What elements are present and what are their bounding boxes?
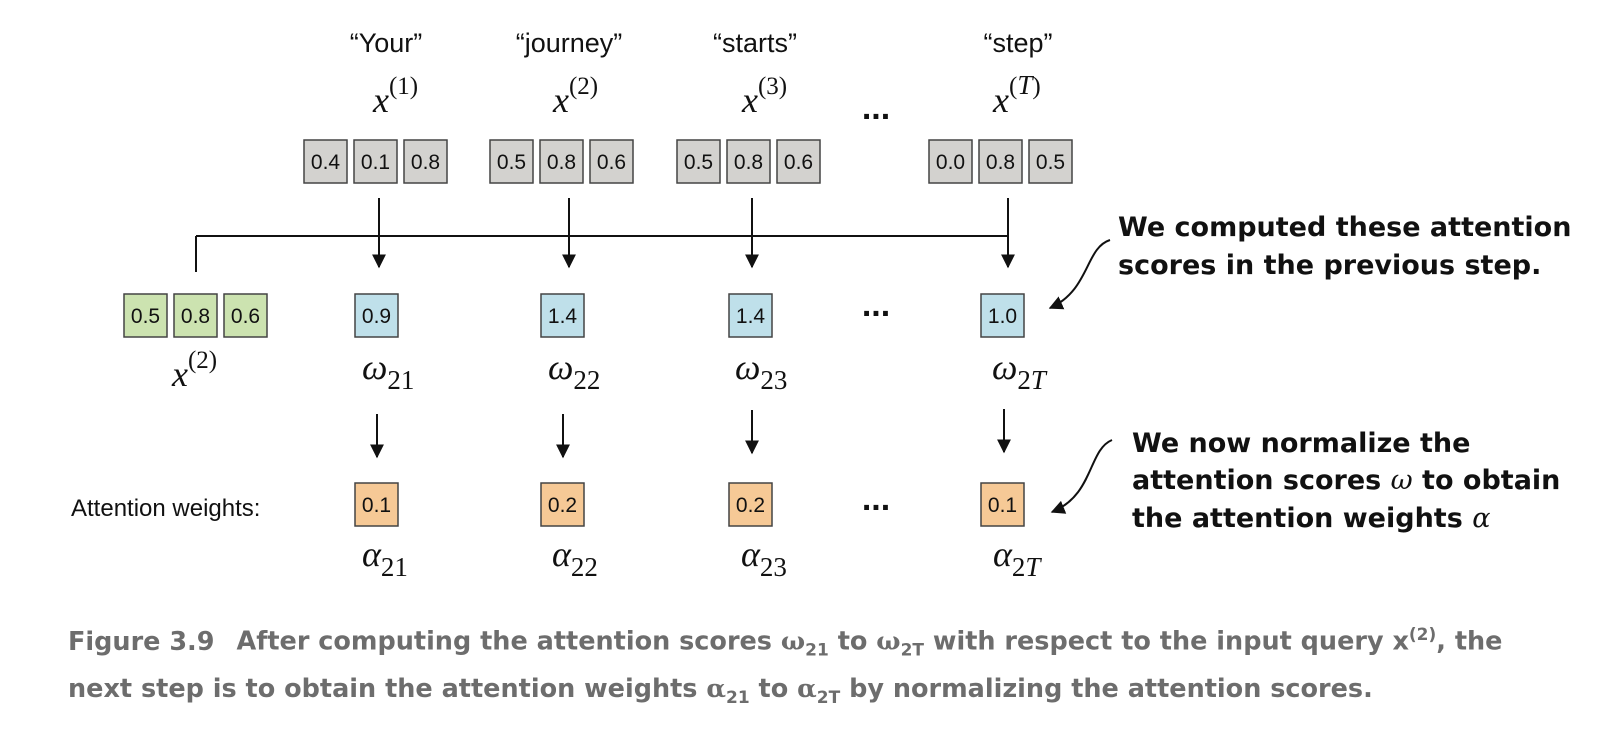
weight-label-2t: α2T [993,534,1042,582]
weight-label-23: α23 [741,534,787,582]
caption-alpha-1: α [706,673,726,704]
input-2-cell-1-box [489,139,534,184]
input-2-cell-3-value: 0.6 [597,151,626,174]
score-4-box [980,293,1025,338]
input-3-cell-2-value: 0.8 [734,151,763,174]
query-vector: 0.5 0.8 0.6 [123,293,268,338]
input-2-cell-1-value: 0.5 [497,151,526,174]
input-1-cell-3-value: 0.8 [411,151,440,174]
input-1-cell-2-box [353,139,398,184]
caption-to-2: to [749,673,798,704]
weight-1-box [354,482,399,527]
scores-note-pointer-arrow [1048,239,1111,310]
caption-omega-2: ω [876,626,901,657]
query-label: x(2) [171,347,217,394]
input-2-cell-2-value: 0.8 [547,151,576,174]
caption-text-3: , the next step is to obtain the attenti… [68,626,1503,704]
weight-2-value: 0.2 [548,494,577,517]
input-4-cell-2-box [978,139,1023,184]
weight-4-value: 0.1 [988,494,1017,517]
input-label-3: x(3) [741,73,787,120]
caption-to-1: to [828,626,877,657]
weight-label-22: α22 [552,534,598,582]
input-4-cell-2-value: 0.8 [986,151,1015,174]
query-cell-2-value: 0.8 [181,305,210,328]
input-3-cell-1-value: 0.5 [684,151,713,174]
token-word-journey: “journey” [516,28,623,58]
scores-note-line-1: We computed these attention [1118,212,1571,243]
weight-3-box [728,482,773,527]
caption-sub-2t: 2T [900,640,925,661]
weights-note-line-2: attention scores ω to obtain [1132,465,1560,496]
input-4-cell-1-box [928,139,973,184]
attention-score-boxes: 0.9 1.4 1.4 1.0 [354,293,1025,338]
input-1-cell-2-value: 0.1 [361,151,390,174]
weight-1-value: 0.1 [362,494,391,517]
input-4-cell-3-value: 0.5 [1036,151,1065,174]
input-4-cell-3-box [1028,139,1073,184]
token-word-your: “Your” [350,28,423,58]
input-1-cell-1-value: 0.4 [311,151,341,174]
caption-alpha-2: α [797,673,817,704]
input-2-cell-3-box [589,139,634,184]
ellipsis-scores: ... [862,286,890,324]
weight-label-21: α21 [362,534,408,582]
attention-weight-boxes: 0.1 0.2 0.2 0.1 [354,482,1025,527]
caption-text-2: with respect to the input query x [924,626,1409,657]
query-cell-3-value: 0.6 [231,305,260,328]
weight-3-value: 0.2 [736,494,765,517]
ellipsis-weights: ... [862,480,890,518]
caption-text-1: After computing the attention scores [236,626,781,657]
attention-weights-label: Attention weights: [71,495,260,522]
caption-sub-2tb: 2T [816,687,841,708]
score-1-box [354,293,399,338]
query-cell-1-value: 0.5 [131,305,160,328]
scores-note-line-2: scores in the previous step. [1118,250,1541,281]
weights-note-line-1: We now normalize the [1132,428,1470,459]
figure-number: Figure 3.9 [68,626,215,657]
score-3-box [728,293,773,338]
score-label-23: ω23 [735,347,787,395]
attention-weights-diagram: “Your” “journey” “starts” “step” x(1) x(… [71,28,1571,582]
input-label-2: x(2) [552,73,598,120]
weight-2-box [540,482,585,527]
score-4-value: 1.0 [988,305,1017,328]
figure-caption: Figure 3.9 After computing the attention … [68,616,1548,717]
query-cell-3-box [223,293,268,338]
caption-sup-2: (2) [1408,625,1437,645]
weights-note-pointer-arrow [1050,439,1113,514]
input-label-t: x(T) [992,70,1041,120]
weights-note-line-3: the attention weights α [1132,503,1490,534]
score-label-21: ω21 [362,347,414,395]
input-3-cell-1-box [676,139,721,184]
input-3-cell-3-box [776,139,821,184]
input-2-cell-2-box [539,139,584,184]
input-3-cell-3-value: 0.6 [784,151,813,174]
caption-text-4: by normalizing the attention scores. [840,673,1373,704]
input-vectors: 0.4 0.1 0.8 0.5 0.8 0.6 0.5 0.8 0.6 0.0 0.8 0.5 [303,139,1073,184]
score-2-box [540,293,585,338]
token-word-step: “step” [983,28,1052,58]
caption-sub-21: 21 [805,640,829,661]
score-label-22: ω22 [548,347,600,395]
caption-sub-21b: 21 [725,687,750,708]
score-2-value: 1.4 [548,305,578,328]
input-1-cell-1-box [303,139,348,184]
input-label-1: x(1) [372,73,418,120]
ellipsis-top: ... [862,89,890,127]
token-word-starts: “starts” [713,28,797,58]
input-4-cell-1-value: 0.0 [936,151,965,174]
input-3-cell-2-box [726,139,771,184]
weight-4-box [980,482,1025,527]
query-cell-1-box [123,293,168,338]
score-3-value: 1.4 [736,305,766,328]
query-cell-2-box [173,293,218,338]
score-1-value: 0.9 [362,305,391,328]
input-1-cell-3-box [403,139,448,184]
score-label-2t: ω2T [992,347,1048,395]
caption-omega-1: ω [780,626,806,657]
